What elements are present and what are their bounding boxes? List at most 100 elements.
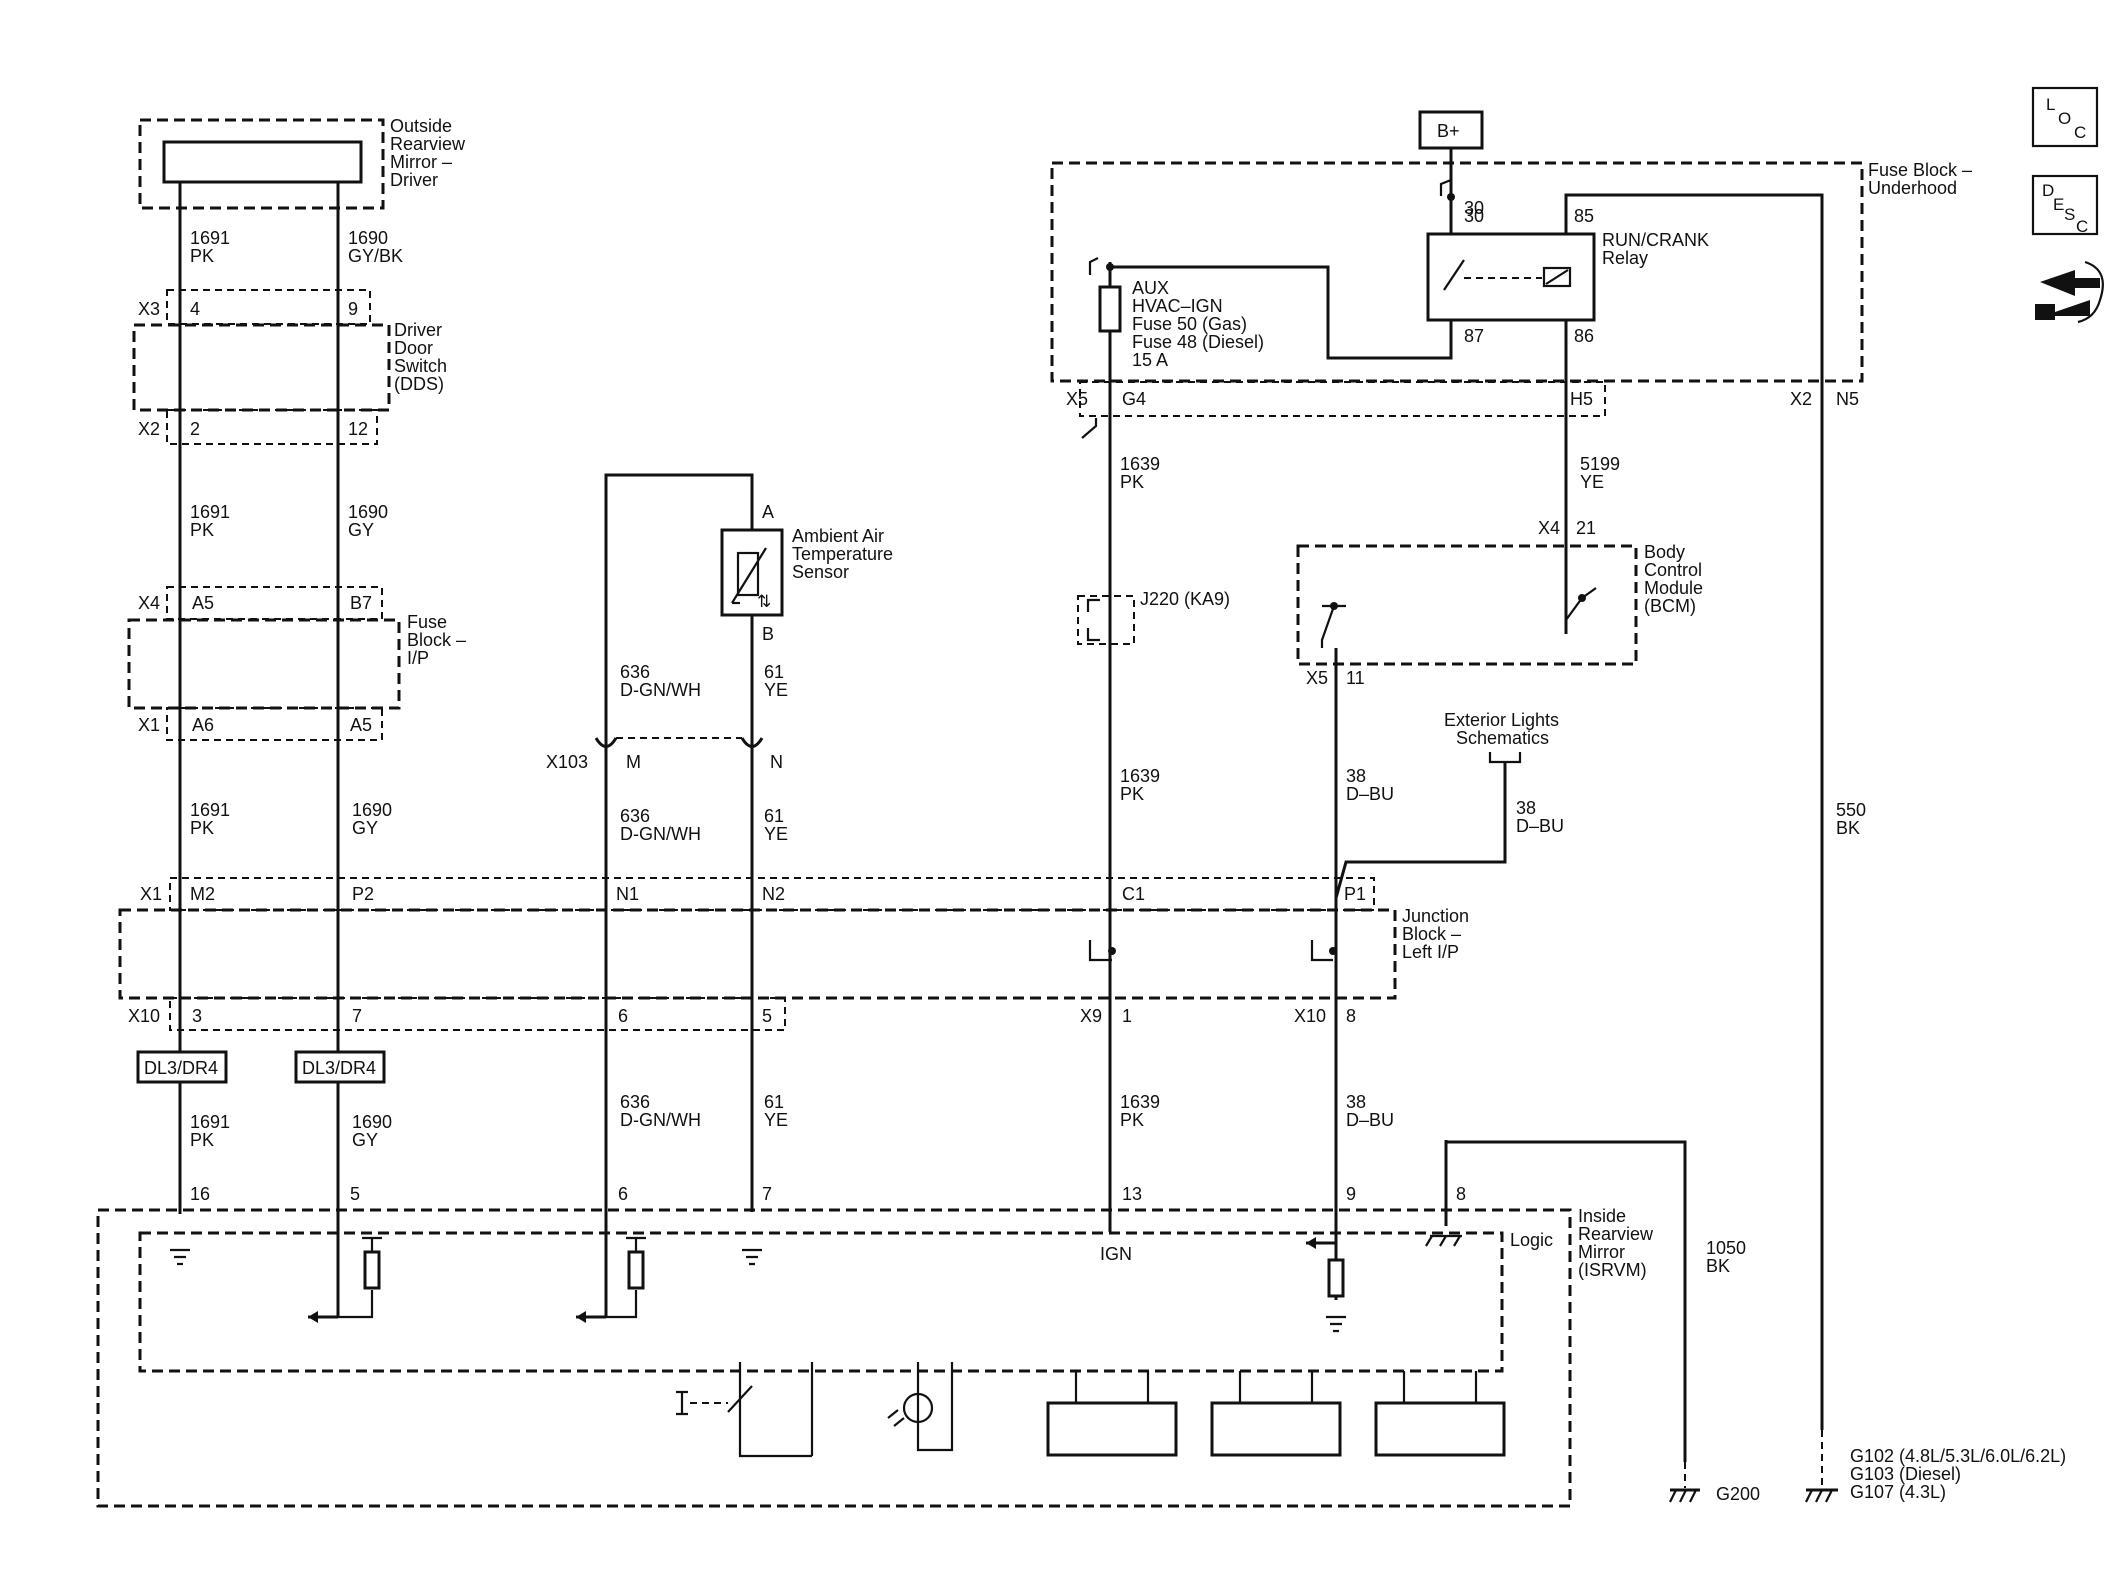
svg-text:Switch: Switch <box>394 356 447 376</box>
svg-text:G200: G200 <box>1716 1484 1760 1504</box>
junction-block-left-ip: X1 M2 P2 N1 N2 C1 P1 X10 3 7 6 5 X9 1 X1… <box>118 877 1469 1031</box>
svg-text:2: 2 <box>190 419 200 439</box>
svg-text:Rearview: Rearview <box>1578 1224 1654 1244</box>
svg-text:1691: 1691 <box>190 1112 230 1132</box>
svg-text:38: 38 <box>1346 1092 1366 1112</box>
svg-text:GY: GY <box>352 1130 378 1150</box>
fuse-block-ip: X4 A5 B7 X1 A6 A5 Fuse Block – I/P <box>127 586 466 741</box>
svg-text:Left I/P: Left I/P <box>1402 942 1459 962</box>
svg-text:Ambient Air: Ambient Air <box>792 526 884 546</box>
svg-text:Control: Control <box>1644 560 1702 580</box>
svg-text:X5: X5 <box>1306 668 1328 688</box>
run-crank-relay: RUN/CRANK Relay 30 85 87 86 <box>1426 198 1709 346</box>
svg-text:N2: N2 <box>762 884 785 904</box>
isrvm-internal-circuits <box>170 1140 1687 1462</box>
svg-text:B: B <box>762 624 774 644</box>
exterior-lights-schematics-link[interactable]: Exterior Lights Schematics 38 D–BU <box>1334 710 1564 899</box>
svg-text:BK: BK <box>1836 818 1860 838</box>
svg-text:(DDS): (DDS) <box>394 374 444 394</box>
svg-text:X1: X1 <box>140 884 162 904</box>
svg-text:61: 61 <box>764 806 784 826</box>
description-icon[interactable]: D E S C <box>2031 174 2099 236</box>
svg-text:Body: Body <box>1644 542 1685 562</box>
navigation-arrows-icon[interactable] <box>2035 260 2104 324</box>
driver-door-switch: X3 4 9 X2 2 12 Driver Door Switch (DDS) <box>132 289 447 445</box>
svg-text:DL3/DR4: DL3/DR4 <box>302 1058 376 1078</box>
svg-text:A5: A5 <box>192 593 214 613</box>
svg-text:Inside: Inside <box>1578 1206 1626 1226</box>
svg-text:21: 21 <box>1576 518 1596 538</box>
svg-text:3: 3 <box>192 1006 202 1026</box>
svg-text:1690: 1690 <box>348 228 388 248</box>
svg-text:9: 9 <box>1346 1184 1356 1204</box>
svg-text:Schematics: Schematics <box>1456 728 1549 748</box>
svg-text:A6: A6 <box>192 715 214 735</box>
svg-text:X10: X10 <box>128 1006 160 1026</box>
svg-text:GY/BK: GY/BK <box>348 246 403 266</box>
svg-text:D–BU: D–BU <box>1346 784 1394 804</box>
svg-text:Junction: Junction <box>1402 906 1469 926</box>
svg-text:Temperature: Temperature <box>792 544 893 564</box>
svg-text:PK: PK <box>1120 472 1144 492</box>
svg-text:1050: 1050 <box>1706 1238 1746 1258</box>
ground-g102-g103-g107: G102 (4.8L/5.3L/6.0L/6.2L) G103 (Diesel)… <box>1805 1430 2066 1503</box>
svg-text:D–BU: D–BU <box>1346 1110 1394 1130</box>
svg-text:6: 6 <box>618 1006 628 1026</box>
svg-text:P2: P2 <box>352 884 374 904</box>
svg-text:N1: N1 <box>616 884 639 904</box>
svg-text:9: 9 <box>348 299 358 319</box>
svg-text:A: A <box>762 502 774 522</box>
svg-text:61: 61 <box>764 662 784 682</box>
splice-j220: J220 (KA9) <box>1077 589 1230 645</box>
svg-text:HVAC–IGN: HVAC–IGN <box>1132 296 1223 316</box>
svg-text:PK: PK <box>190 1130 214 1150</box>
svg-text:Block –: Block – <box>1402 924 1461 944</box>
svg-text:PK: PK <box>190 246 214 266</box>
svg-text:7: 7 <box>762 1184 772 1204</box>
fuse-block-underhood: Fuse Block – Underhood X5 G4 H5 X2 N5 <box>1050 160 1972 417</box>
svg-text:PK: PK <box>190 520 214 540</box>
svg-text:AUX: AUX <box>1132 278 1169 298</box>
svg-text:1690: 1690 <box>352 800 392 820</box>
svg-text:PK: PK <box>1120 784 1144 804</box>
svg-text:5: 5 <box>762 1006 772 1026</box>
svg-text:PK: PK <box>190 818 214 838</box>
aux-hvac-ign-fuse: AUX HVAC–IGN Fuse 50 (Gas) Fuse 48 (Dies… <box>1088 257 1264 1232</box>
svg-text:A5: A5 <box>350 715 372 735</box>
svg-text:M: M <box>626 752 641 772</box>
svg-text:G103 (Diesel): G103 (Diesel) <box>1850 1464 1961 1484</box>
svg-text:636: 636 <box>620 662 650 682</box>
option-dl3-dr4-right: DL3/DR4 <box>294 1050 386 1084</box>
svg-text:X4: X4 <box>1538 518 1560 538</box>
svg-text:X2: X2 <box>1790 389 1812 409</box>
svg-text:5: 5 <box>350 1184 360 1204</box>
svg-text:Mirror –: Mirror – <box>390 152 452 172</box>
svg-text:Fuse 50 (Gas): Fuse 50 (Gas) <box>1132 314 1247 334</box>
svg-text:5199: 5199 <box>1580 454 1620 474</box>
svg-text:G4: G4 <box>1122 389 1146 409</box>
svg-text:C1: C1 <box>1122 884 1145 904</box>
svg-text:D-GN/WH: D-GN/WH <box>620 1110 701 1130</box>
svg-text:Sensor: Sensor <box>792 562 849 582</box>
svg-text:X103: X103 <box>546 752 588 772</box>
svg-text:85: 85 <box>1574 206 1594 226</box>
svg-text:87: 87 <box>1464 326 1484 346</box>
svg-text:N: N <box>770 752 783 772</box>
svg-text:C: C <box>2076 217 2088 236</box>
svg-text:1691: 1691 <box>190 502 230 522</box>
svg-text:B7: B7 <box>350 593 372 613</box>
svg-text:S: S <box>2064 205 2075 224</box>
ambient-air-temperature-sensor: ⇅ A B Ambient Air Temperature Sensor <box>604 473 893 1317</box>
location-icon[interactable]: L O C <box>2031 86 2099 148</box>
svg-text:8: 8 <box>1346 1006 1356 1026</box>
svg-text:38: 38 <box>1516 798 1536 818</box>
svg-text:86: 86 <box>1574 326 1594 346</box>
svg-text:D-GN/WH: D-GN/WH <box>620 680 701 700</box>
svg-text:Driver: Driver <box>390 170 438 190</box>
svg-text:1691: 1691 <box>190 800 230 820</box>
body-control-module: X4 21 X5 11 Body Control Module (BCM) <box>1296 518 1703 688</box>
svg-text:D: D <box>2042 181 2054 200</box>
svg-text:X2: X2 <box>138 419 160 439</box>
svg-text:H5: H5 <box>1570 389 1593 409</box>
svg-text:16: 16 <box>190 1184 210 1204</box>
